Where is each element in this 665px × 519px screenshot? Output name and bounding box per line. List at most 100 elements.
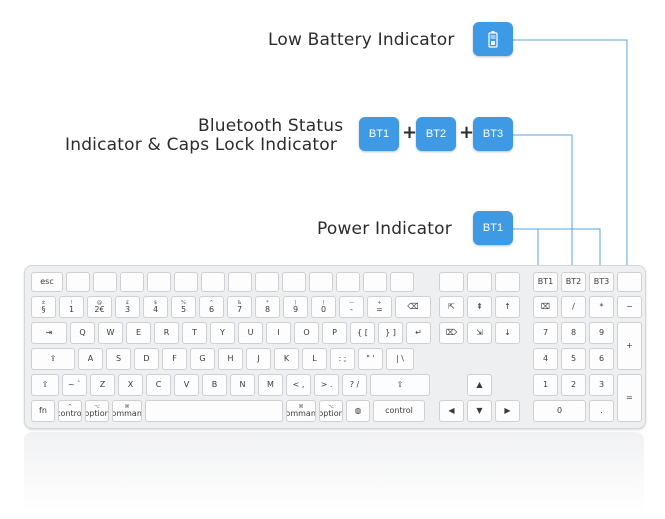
number-row-key[interactable]: %5: [171, 296, 196, 318]
numpad-key[interactable]: −: [617, 296, 642, 318]
letter-key[interactable]: ⇧: [370, 374, 430, 396]
letter-key[interactable]: ~ `: [62, 374, 87, 396]
letter-key[interactable]: } ]: [378, 322, 403, 344]
numpad-key[interactable]: 1: [533, 374, 558, 396]
number-row-key[interactable]: ^6: [199, 296, 224, 318]
letter-key[interactable]: G: [190, 348, 215, 370]
letter-key[interactable]: U: [238, 322, 263, 344]
number-row-key[interactable]: $4: [143, 296, 168, 318]
modifier-key[interactable]: ⌥option: [319, 400, 343, 422]
fn-row-key[interactable]: esc: [31, 272, 63, 292]
numpad-led-key[interactable]: BT2: [561, 272, 586, 292]
numpad-key[interactable]: 4: [533, 348, 558, 370]
letter-key[interactable]: ⇪: [31, 348, 75, 370]
numpad-key[interactable]: 7: [533, 322, 558, 344]
letter-key[interactable]: A: [78, 348, 103, 370]
nav-key[interactable]: ⌦: [439, 322, 464, 344]
numpad-key[interactable]: *: [589, 296, 614, 318]
numpad-key[interactable]: 0: [533, 400, 586, 422]
letter-key[interactable]: O: [294, 322, 319, 344]
modifier-key[interactable]: ⌘command: [112, 400, 142, 422]
fn-row-key[interactable]: [174, 272, 198, 292]
number-row-key[interactable]: &7: [227, 296, 252, 318]
number-row-key[interactable]: ⌫: [395, 296, 431, 318]
number-row-key[interactable]: +=: [367, 296, 392, 318]
letter-key[interactable]: : ;: [330, 348, 355, 370]
fn-row-key[interactable]: [309, 272, 333, 292]
numpad-key[interactable]: 3: [589, 374, 614, 396]
fn-row-key[interactable]: [93, 272, 117, 292]
number-row-key[interactable]: )0: [311, 296, 336, 318]
modifier-key[interactable]: control: [373, 400, 425, 422]
modifier-key[interactable]: ⌘command: [286, 400, 316, 422]
letter-key[interactable]: W: [98, 322, 123, 344]
numpad-key[interactable]: =: [617, 374, 642, 422]
numpad-led-key[interactable]: [617, 272, 642, 292]
fn-row-key[interactable]: [255, 272, 279, 292]
number-row-key[interactable]: !1: [59, 296, 84, 318]
number-row-key[interactable]: —-: [339, 296, 364, 318]
letter-key[interactable]: D: [134, 348, 159, 370]
numpad-key[interactable]: +: [617, 322, 642, 370]
numpad-key[interactable]: /: [561, 296, 586, 318]
number-row-key[interactable]: @2€: [87, 296, 112, 318]
letter-key[interactable]: ⇥: [31, 322, 67, 344]
letter-key[interactable]: F: [162, 348, 187, 370]
number-row-key[interactable]: *8: [255, 296, 280, 318]
modifier-key[interactable]: ^control: [58, 400, 82, 422]
numpad-key[interactable]: 5: [561, 348, 586, 370]
letter-key[interactable]: Y: [210, 322, 235, 344]
letter-key[interactable]: K: [274, 348, 299, 370]
letter-key[interactable]: T: [182, 322, 207, 344]
fn-row-key[interactable]: [120, 272, 144, 292]
numpad-key[interactable]: 6: [589, 348, 614, 370]
letter-key[interactable]: " ': [358, 348, 383, 370]
arrow-up-key[interactable]: ▲: [467, 374, 492, 396]
fn-row-key[interactable]: [282, 272, 306, 292]
fn-row-key[interactable]: [363, 272, 387, 292]
letter-key[interactable]: R: [154, 322, 179, 344]
nav-key[interactable]: ⇱: [439, 296, 464, 318]
number-row-key[interactable]: (9: [283, 296, 308, 318]
letter-key[interactable]: Q: [70, 322, 95, 344]
letter-key[interactable]: ↵: [406, 322, 431, 344]
letter-key[interactable]: H: [218, 348, 243, 370]
fn-row-key[interactable]: [147, 272, 171, 292]
letter-key[interactable]: M: [258, 374, 283, 396]
nav-key[interactable]: ⇲: [467, 322, 492, 344]
numpad-led-key[interactable]: BT3: [589, 272, 614, 292]
number-row-key[interactable]: £3: [115, 296, 140, 318]
letter-key[interactable]: < ,: [286, 374, 311, 396]
letter-key[interactable]: { [: [350, 322, 375, 344]
letter-key[interactable]: | \: [386, 348, 414, 370]
numpad-key[interactable]: 2: [561, 374, 586, 396]
letter-key[interactable]: N: [230, 374, 255, 396]
letter-key[interactable]: I: [266, 322, 291, 344]
letter-key[interactable]: V: [174, 374, 199, 396]
numpad-key[interactable]: ⌧: [533, 296, 558, 318]
fn-row-key[interactable]: [336, 272, 360, 292]
number-row-key[interactable]: ±§: [31, 296, 56, 318]
fn-row-key[interactable]: [228, 272, 252, 292]
numpad-key[interactable]: .: [589, 400, 614, 422]
modifier-key[interactable]: ⌥option: [85, 400, 109, 422]
letter-key[interactable]: > .: [314, 374, 339, 396]
arrow-key[interactable]: ▼: [467, 400, 492, 422]
nav-key[interactable]: [495, 272, 520, 292]
numpad-key[interactable]: 8: [561, 322, 586, 344]
fn-row-key[interactable]: [390, 272, 414, 292]
arrow-key[interactable]: ▶: [495, 400, 520, 422]
letter-key[interactable]: Z: [90, 374, 115, 396]
numpad-key[interactable]: 9: [589, 322, 614, 344]
fn-row-key[interactable]: [201, 272, 225, 292]
letter-key[interactable]: S: [106, 348, 131, 370]
letter-key[interactable]: ? /: [342, 374, 367, 396]
nav-key[interactable]: [439, 272, 464, 292]
numpad-led-key[interactable]: BT1: [533, 272, 558, 292]
letter-key[interactable]: B: [202, 374, 227, 396]
letter-key[interactable]: P: [322, 322, 347, 344]
nav-key[interactable]: ↑: [495, 296, 520, 318]
nav-key[interactable]: [467, 272, 492, 292]
space-bar[interactable]: [145, 400, 283, 422]
letter-key[interactable]: J: [246, 348, 271, 370]
